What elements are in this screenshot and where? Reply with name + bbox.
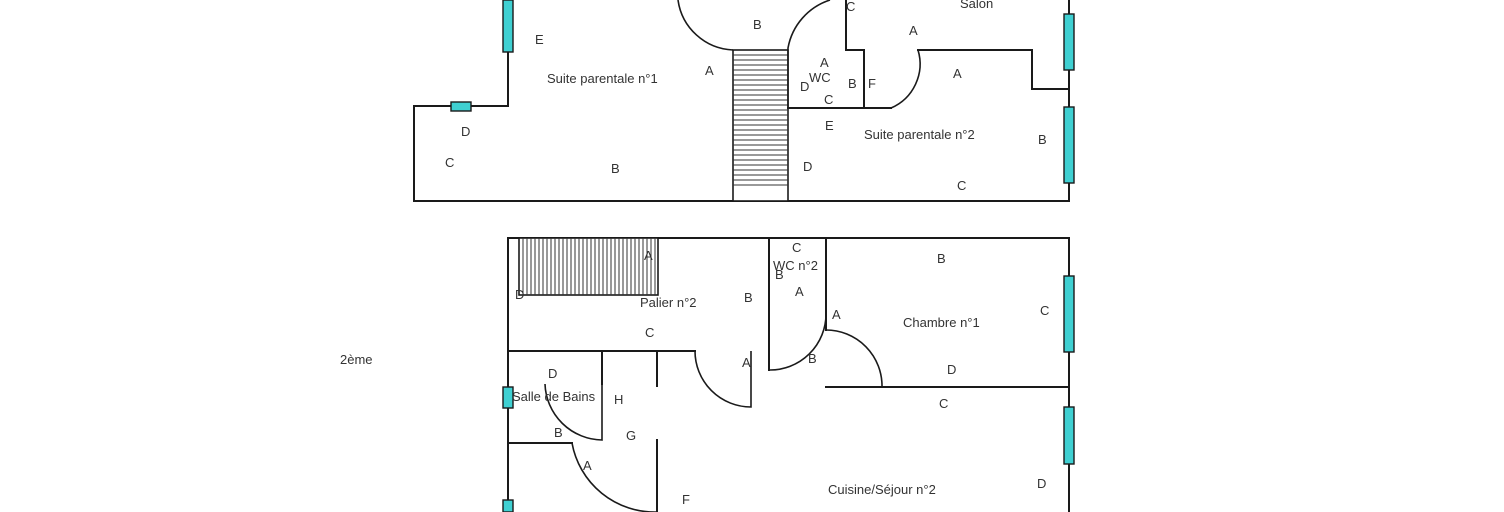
wall-letter: C <box>1040 303 1049 318</box>
wall-letter: B <box>753 17 762 32</box>
door-swing <box>677 0 734 51</box>
stair-treads <box>522 238 656 295</box>
room-label-wc: WC <box>809 70 831 85</box>
wall-letter: B <box>775 267 784 282</box>
wall <box>845 0 865 109</box>
wall-letter: D <box>803 159 812 174</box>
wall-letter: E <box>825 118 834 133</box>
wall-letter: F <box>868 76 876 91</box>
wall-letter: D <box>1037 476 1046 491</box>
room-label-cuisine-sejour: Cuisine/Séjour n°2 <box>828 482 936 497</box>
door-swing <box>890 49 921 109</box>
wall-letter: C <box>645 325 654 340</box>
wall-letter: C <box>824 92 833 107</box>
room-label-salle-de-bains: Salle de Bains <box>512 389 596 404</box>
wall-letter: A <box>795 284 804 299</box>
wall-letter: A <box>644 248 653 263</box>
wall-letter: B <box>744 290 753 305</box>
room-label-salon: Salon <box>960 0 993 11</box>
wall-letter: A <box>583 458 592 473</box>
wall-letter: A <box>909 23 918 38</box>
wall-letter: B <box>848 76 857 91</box>
wall-letter: B <box>937 251 946 266</box>
wall-letter: D <box>947 362 956 377</box>
window <box>1063 275 1075 353</box>
stair-treads <box>733 54 788 186</box>
wall-letter: H <box>614 392 623 407</box>
window <box>1063 13 1075 71</box>
wall-letter: A <box>953 66 962 81</box>
window <box>502 499 514 512</box>
window <box>1063 106 1075 184</box>
wall-letter: A <box>742 355 751 370</box>
window <box>450 101 472 112</box>
lower-floor-plan: Palier n°2 WC n°2 Chambre n°1 Salle de B… <box>502 237 1075 512</box>
room-label-wc-2: WC n°2 <box>773 258 818 273</box>
wall <box>507 237 1070 512</box>
wall-letter: B <box>554 425 563 440</box>
wall-letter: C <box>846 0 855 14</box>
wall-letter: C <box>957 178 966 193</box>
room-label-suite-1: Suite parentale n°1 <box>547 71 658 86</box>
wall <box>917 49 1070 90</box>
wall-letter: B <box>808 351 817 366</box>
door-swing <box>768 313 827 371</box>
wall-letter: A <box>832 307 841 322</box>
window <box>502 386 514 409</box>
room-label-palier: Palier n°2 <box>640 295 697 310</box>
door-swing <box>571 442 657 512</box>
door-swing <box>787 0 831 108</box>
wall-letter: E <box>535 32 544 47</box>
door-swing <box>544 383 603 441</box>
wall-letter: C <box>445 155 454 170</box>
window <box>1063 406 1075 465</box>
wall-letter: C <box>792 240 801 255</box>
door-swing <box>825 329 883 388</box>
staircase <box>518 237 659 296</box>
wall-letter: D <box>515 287 524 302</box>
wall-letter: F <box>682 492 690 507</box>
wall-letter: D <box>548 366 557 381</box>
wall-letter: D <box>800 79 809 94</box>
wall-letter: B <box>611 161 620 176</box>
wall-letter: C <box>939 396 948 411</box>
window <box>502 0 514 53</box>
wall-letter: A <box>705 63 714 78</box>
wall-letter: A <box>820 55 829 70</box>
door-swing <box>694 350 752 408</box>
upper-floor-plan: Salon Suite parentale n°1 Suite parental… <box>413 0 1075 202</box>
room-label-chambre: Chambre n°1 <box>903 315 980 330</box>
wall-letter: D <box>461 124 470 139</box>
room-label-suite-2: Suite parentale n°2 <box>864 127 975 142</box>
wall-letter: G <box>626 428 636 443</box>
level-label: 2ème <box>340 352 373 367</box>
wall-letter: B <box>1038 132 1047 147</box>
